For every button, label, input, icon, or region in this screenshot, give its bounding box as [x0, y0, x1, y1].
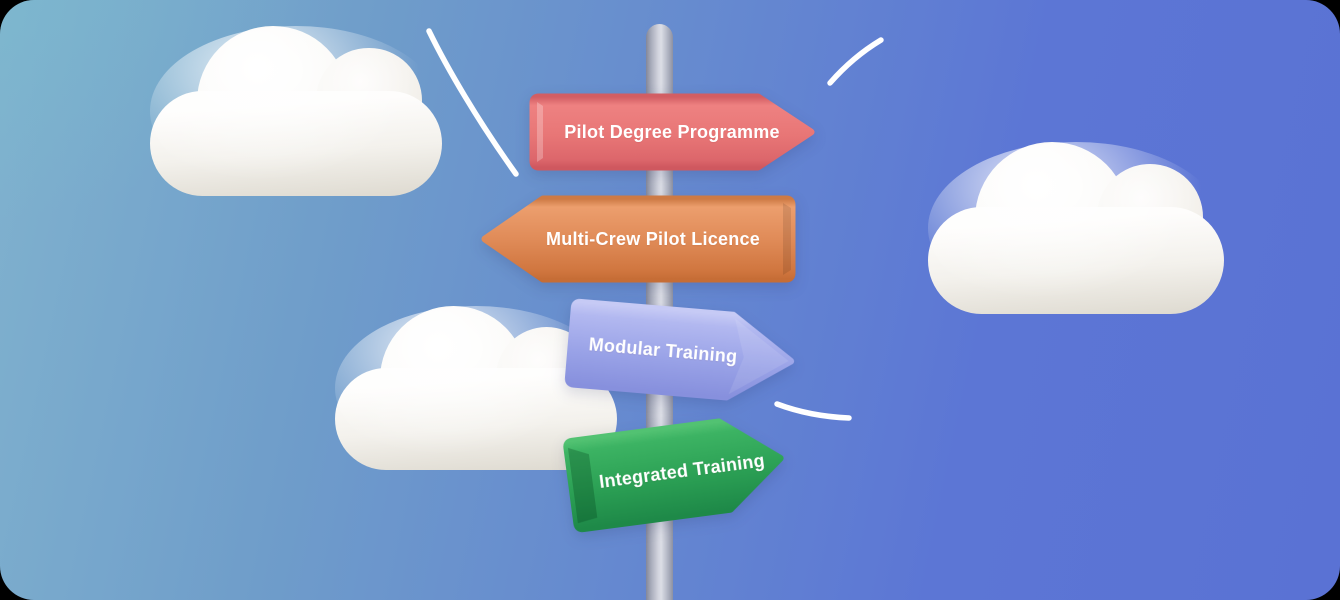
sign-label: Modular Training [588, 333, 739, 367]
sign-modular-training: Modular Training [563, 297, 800, 408]
sign-label: Pilot Degree Programme [564, 121, 780, 142]
cloud-top-left [150, 26, 442, 196]
sign-arrow-shape [564, 298, 795, 401]
cloud-base [928, 207, 1224, 314]
sign-multi-crew-pilot-licence: Multi-Crew Pilot Licence [479, 193, 799, 285]
sign-pilot-degree-programme: Pilot Degree Programme [528, 92, 816, 172]
cloud-middle-left [335, 306, 617, 470]
accent-line-right [827, 37, 884, 86]
cloud-base [150, 90, 442, 196]
sign-arrow-shape [529, 93, 815, 171]
accent-line-left [426, 28, 519, 177]
sign-label: Multi-Crew Pilot Licence [545, 228, 761, 249]
cloud-right [928, 142, 1224, 314]
sign-arrow-shape [481, 195, 796, 283]
sign-integrated-training: Integrated Training [560, 408, 791, 536]
sign-arrow-shape [563, 418, 784, 533]
